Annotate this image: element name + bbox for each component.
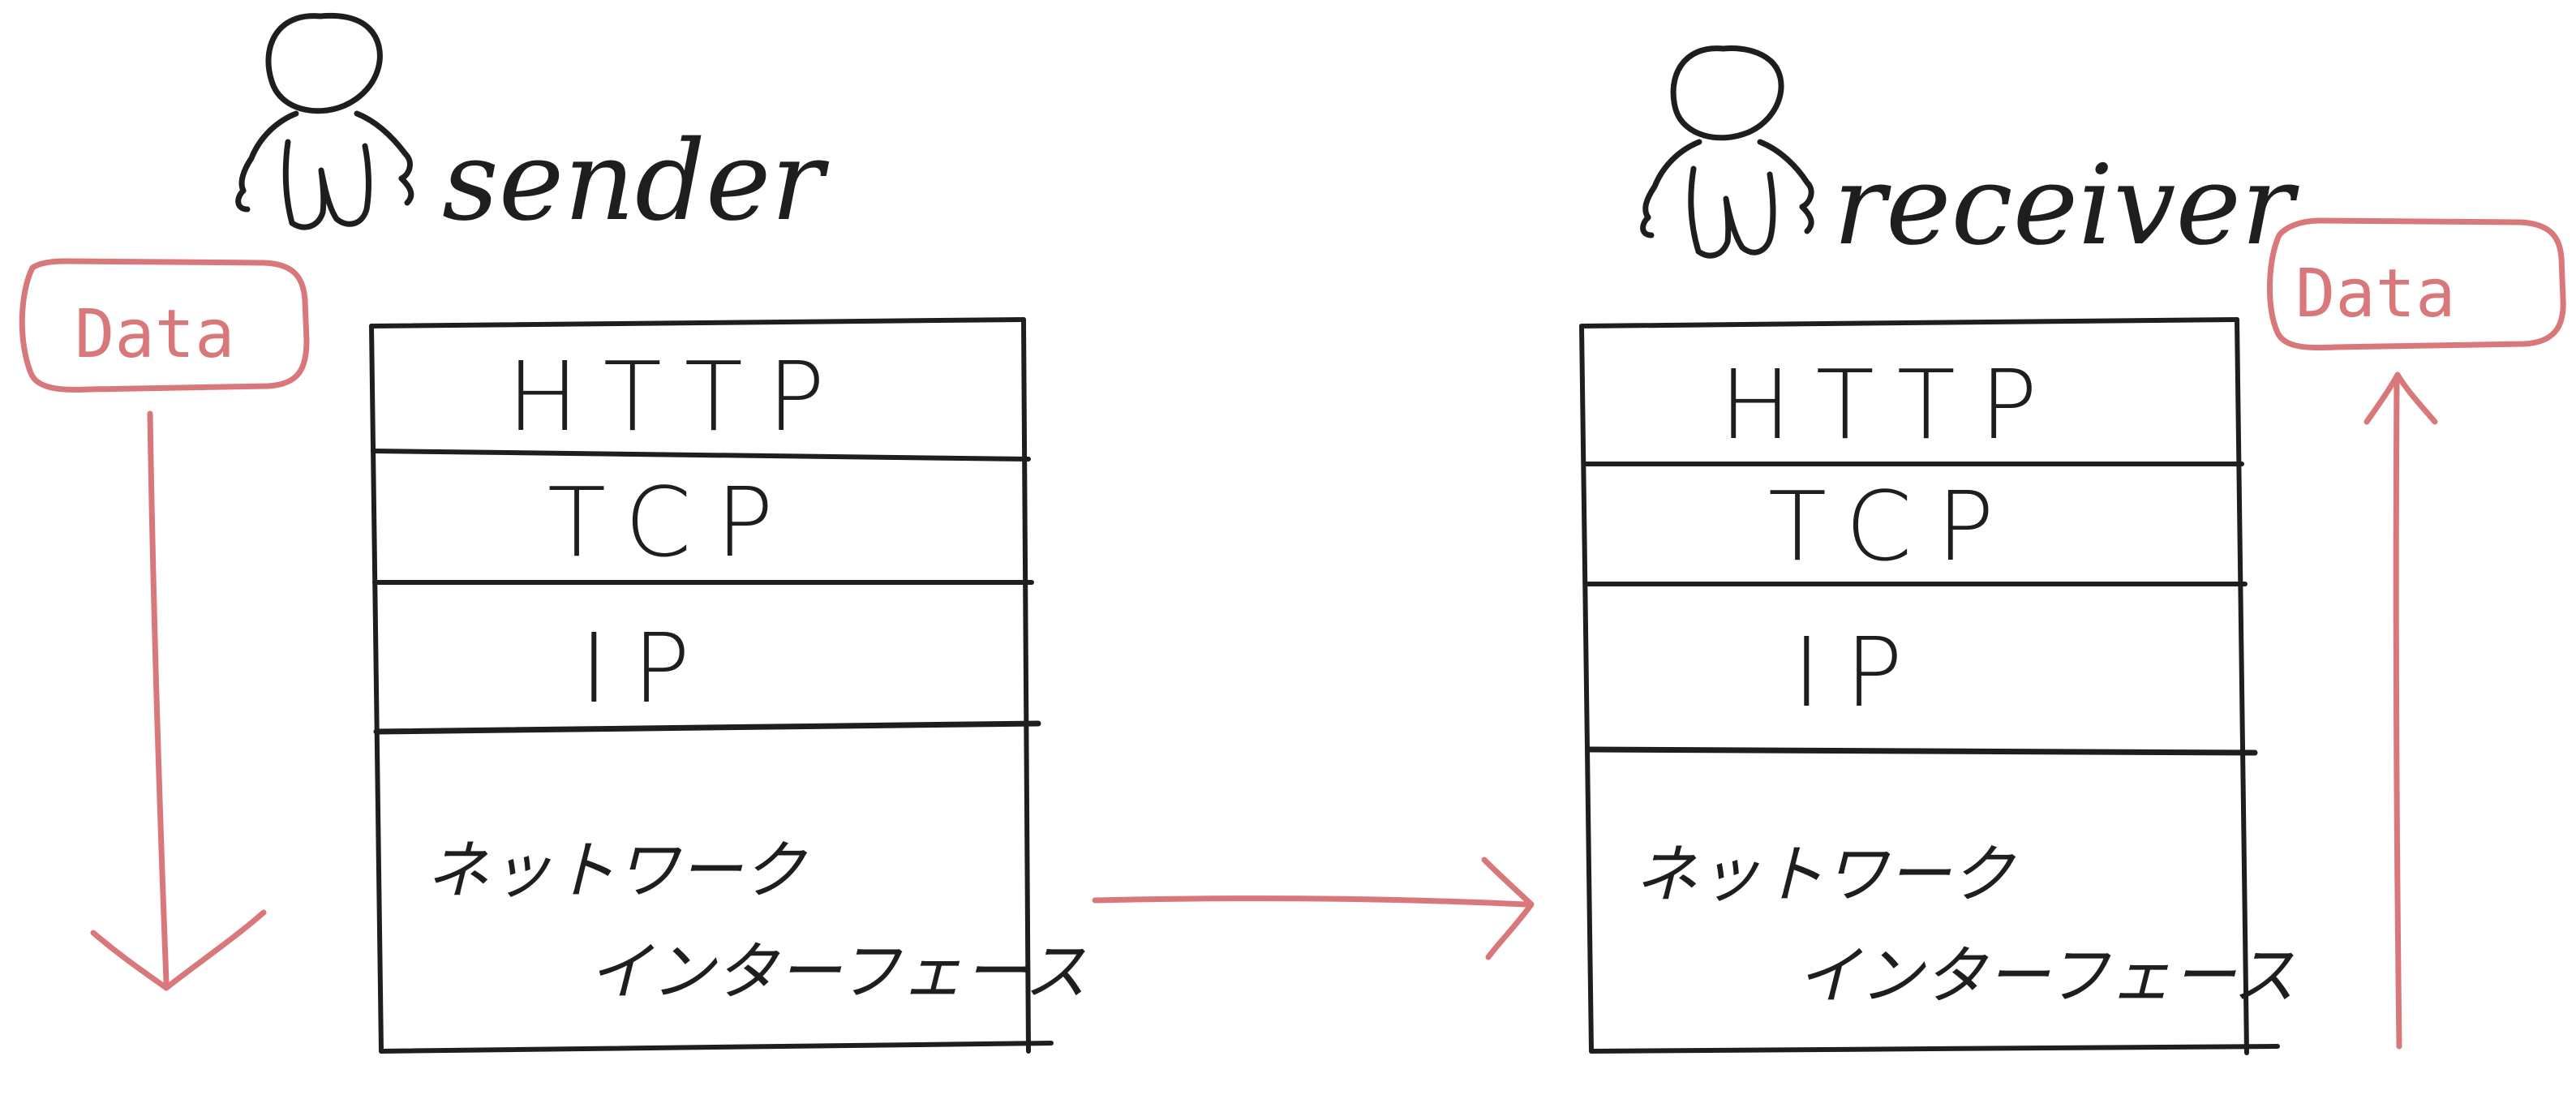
receiver-protocol-stack xyxy=(1579,317,2280,1055)
sender-data-bubble: Data xyxy=(19,258,310,393)
receiver-person-icon xyxy=(1640,45,1814,259)
sender-data-label: Data xyxy=(75,296,234,373)
receiver-layer-tcp: TCP xyxy=(1768,470,2019,582)
receiver-layer-ip: IP xyxy=(1792,616,1927,728)
sender-person-icon xyxy=(235,12,414,230)
receiver-layer-http: HTTP xyxy=(1719,349,2062,461)
receiver-network-interface-line2: インターフェース xyxy=(1797,940,2295,1013)
transmission-arrow xyxy=(1092,857,1535,960)
receiver-network-interface-line1: ネットワーク xyxy=(1634,839,2016,912)
sender-name: sender xyxy=(442,118,829,246)
sender-layer-http: HTTP xyxy=(507,341,849,453)
receiver-data-label: Data xyxy=(2295,256,2455,333)
sender-layer-tcp: TCP xyxy=(547,466,798,578)
receiver-group: receiver Data HTTP TCP IP ネットワーク インターフェー… xyxy=(1579,45,2566,1055)
sender-network-interface-line1: ネットワーク xyxy=(426,835,808,908)
sender-protocol-stack xyxy=(369,317,1054,1054)
sender-group: sender Data HTTP TCP IP ネットワーク インターフェース xyxy=(19,12,1087,1054)
sender-layer-ip: IP xyxy=(580,612,715,724)
sender-down-arrow xyxy=(90,410,267,991)
receiver-name: receiver xyxy=(1833,142,2299,270)
receiver-up-arrow xyxy=(2363,371,2438,1050)
sender-network-interface-line2: インターフェース xyxy=(588,936,1087,1009)
receiver-data-bubble: Data xyxy=(2267,217,2566,351)
